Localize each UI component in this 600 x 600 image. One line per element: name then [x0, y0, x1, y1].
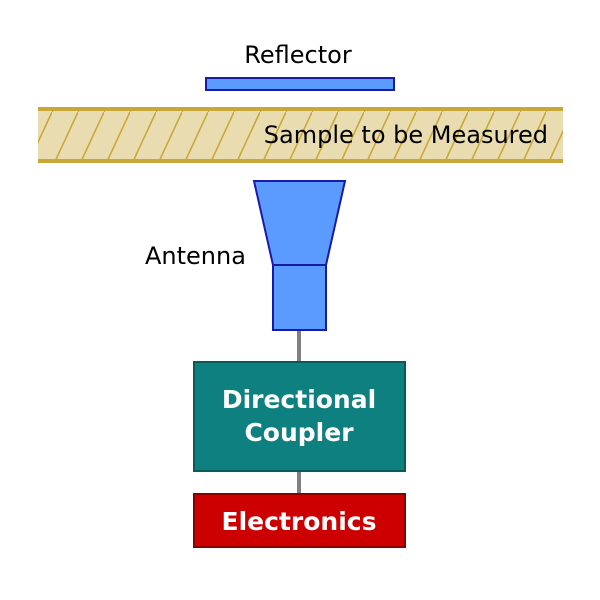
reflector-label: Reflector — [244, 41, 352, 69]
antenna-feed — [272, 264, 327, 331]
electronics-label: Electronics — [222, 507, 377, 536]
electronics-box — [193, 493, 406, 548]
directional-coupler-label-line1: Directional — [222, 385, 376, 414]
reflector-plate — [205, 77, 395, 91]
sample-hatching — [38, 108, 563, 162]
directional-coupler-box — [193, 361, 406, 472]
directional-coupler-label-line2: Coupler — [244, 418, 354, 447]
sample-label: Sample to be Measured — [264, 121, 548, 149]
sample-slab — [38, 107, 563, 163]
antenna-horn — [252, 180, 347, 266]
antenna-label: Antenna — [145, 242, 246, 270]
